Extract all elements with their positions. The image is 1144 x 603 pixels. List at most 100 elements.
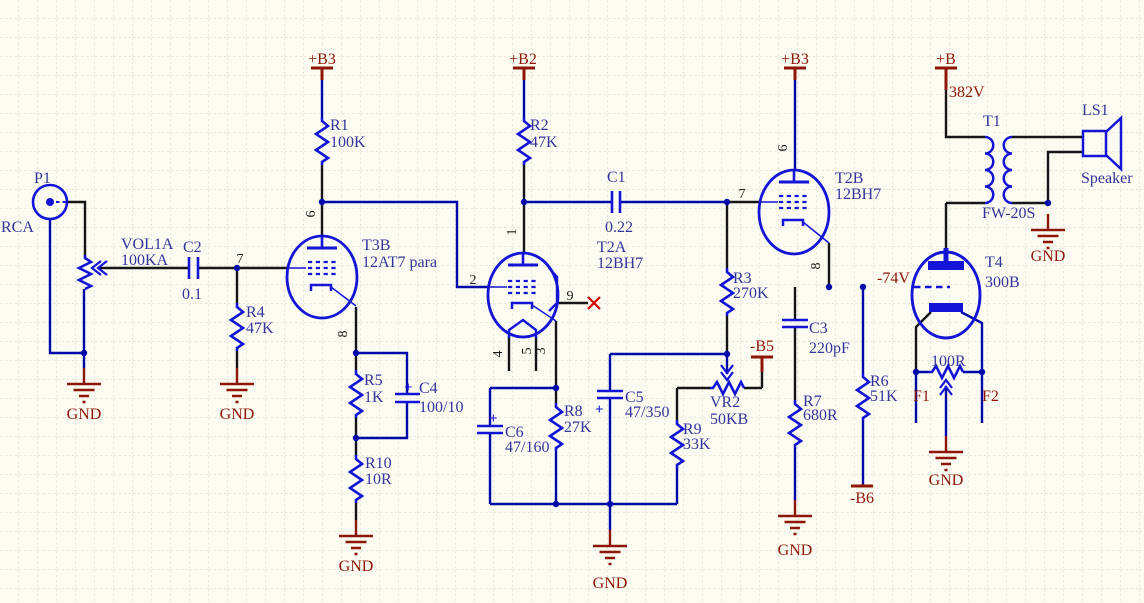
p1-designator: P1 <box>34 170 51 187</box>
r5-designator: R5 <box>364 372 383 389</box>
no-connect-icon <box>587 296 601 310</box>
r2-value: 47K <box>530 134 558 151</box>
t2a-pin-grid: 2 <box>470 273 477 288</box>
c5-value: 47/350 <box>625 404 669 421</box>
capacitor-c6[interactable] <box>477 424 503 435</box>
power-label-b2: +B2 <box>509 51 537 68</box>
net-label-f1: F1 <box>913 388 930 405</box>
t2a-designator: T2A <box>597 239 627 256</box>
c6-value: 47/160 <box>505 439 549 456</box>
c4-value: 100/10 <box>419 399 463 416</box>
power-label-b6: -B6 <box>850 490 874 507</box>
transformer-t1[interactable] <box>984 135 1013 205</box>
potentiometer-vr2[interactable] <box>708 364 746 396</box>
net-label-neg74v: -74V <box>877 270 910 287</box>
ls1-value: Speaker <box>1081 170 1133 187</box>
r4-designator: R4 <box>246 304 265 321</box>
r7-designator: R7 <box>803 393 822 410</box>
t1-designator: T1 <box>983 113 1001 130</box>
pin-wires <box>67 90 1083 520</box>
capacitor-c1[interactable] <box>610 191 622 213</box>
t3b-value: 12AT7 para <box>362 254 437 271</box>
power-ports[interactable] <box>311 66 957 488</box>
t2a-pin-heater1: 4 <box>491 351 506 358</box>
t2a-value: 12BH7 <box>597 255 643 272</box>
r3-designator: R3 <box>733 270 752 287</box>
r4-value: 47K <box>246 320 274 337</box>
tube-t3b[interactable] <box>285 234 359 320</box>
capacitor-c4[interactable] <box>395 392 420 404</box>
r2-designator: R2 <box>530 117 549 134</box>
r10-value: 10R <box>365 471 392 488</box>
tube-t4-300b[interactable] <box>910 248 982 340</box>
vol1a-designator: VOL1A <box>121 236 174 253</box>
power-label-b: +B <box>936 51 956 68</box>
c2-value: 0.1 <box>182 286 202 303</box>
r6-designator: R6 <box>870 373 889 390</box>
potentiometer-vol1a[interactable] <box>77 253 108 291</box>
c5-plus-icon: + <box>595 402 604 418</box>
net-wires[interactable] <box>48 80 984 530</box>
t2b-designator: T2B <box>835 170 863 187</box>
gnd-label: GND <box>67 406 102 423</box>
tube-t2b[interactable] <box>757 168 831 256</box>
connector-p1-rca[interactable] <box>31 183 69 221</box>
gnd-label: GND <box>593 575 628 592</box>
p1-value: RCA <box>1 219 34 236</box>
tube-t2a[interactable] <box>486 251 560 339</box>
hum-pot-value: 100R <box>931 353 966 370</box>
potentiometer-hum-100r[interactable] <box>927 364 965 396</box>
power-label-b3-left: +B3 <box>308 51 336 68</box>
t3b-pin-grid: 7 <box>237 252 244 267</box>
r10-designator: R10 <box>365 455 392 472</box>
vol1a-value: 100KA <box>121 252 169 269</box>
t3b-pin-cathode: 8 <box>336 331 351 338</box>
t2b-pin-cathode: 8 <box>809 263 824 270</box>
c3-designator: C3 <box>809 320 828 337</box>
vr2-value: 50KB <box>710 411 748 428</box>
c1-designator: C1 <box>607 169 626 186</box>
r7-value: 680R <box>803 407 838 424</box>
t4-value: 300B <box>985 274 1020 291</box>
c5-designator: C5 <box>625 389 644 406</box>
capacitor-c3[interactable] <box>782 318 808 329</box>
c2-designator: C2 <box>183 239 202 256</box>
t2b-pin-plate: 6 <box>776 145 791 152</box>
capacitor-c2[interactable] <box>187 257 200 279</box>
ls1-designator: LS1 <box>1082 102 1109 119</box>
power-label-b5: -B5 <box>750 338 774 355</box>
t2b-pin-grid: 7 <box>739 187 746 202</box>
gnd-label: GND <box>339 558 374 575</box>
gnd-label: GND <box>1031 248 1066 265</box>
vr2-designator: VR2 <box>710 394 740 411</box>
t2a-pin-cathode: 3 <box>534 348 549 355</box>
r8-designator: R8 <box>564 403 583 420</box>
net-label-f2: F2 <box>982 388 999 405</box>
t2a-pin-heater2: 5 <box>520 348 535 355</box>
c1-value: 0.22 <box>605 219 633 236</box>
net-label-382v: 382V <box>949 84 985 101</box>
c4-plus-icon: + <box>404 380 413 396</box>
t2a-pin-plate: 1 <box>505 229 520 236</box>
capacitor-c5[interactable] <box>597 389 623 400</box>
r9-designator: R9 <box>683 421 702 438</box>
gnd-label: GND <box>929 472 964 489</box>
c6-plus-icon: + <box>489 411 498 427</box>
gnd-label: GND <box>778 542 813 559</box>
t2a-pin-nc: 9 <box>567 289 574 304</box>
junction-dots <box>80 198 1052 508</box>
r9-value: 33K <box>683 436 711 453</box>
r6-value: 51K <box>870 388 898 405</box>
t1-value: FW-20S <box>982 205 1035 222</box>
gnd-label: GND <box>220 406 255 423</box>
c4-designator: C4 <box>419 380 438 397</box>
c3-value: 220pF <box>809 340 850 357</box>
power-label-b3-right: +B3 <box>781 51 809 68</box>
r1-designator: R1 <box>330 117 349 134</box>
r8-value: 27K <box>564 419 592 436</box>
r3-value: 270K <box>733 285 769 302</box>
speaker-ls1[interactable] <box>1081 115 1123 172</box>
